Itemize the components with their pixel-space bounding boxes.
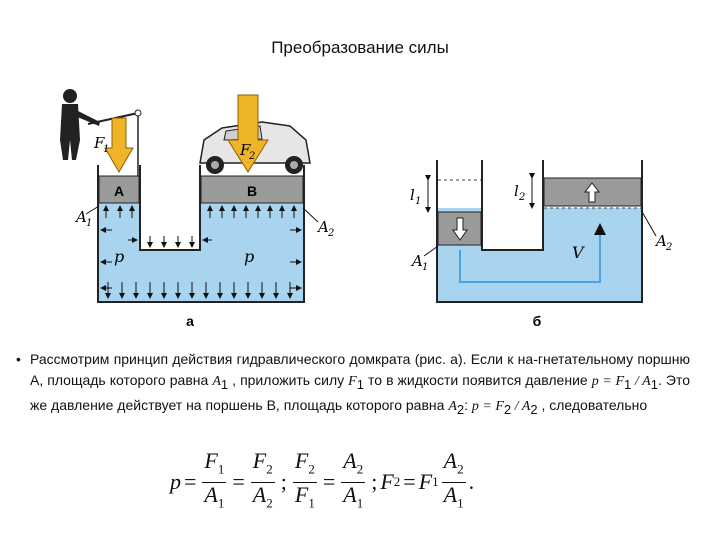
para-a1: A (212, 373, 221, 389)
formula-f1: F (418, 469, 433, 494)
para-text-1: Рассмотрим принцип действия гидравлическ… (30, 351, 690, 388)
explanation-paragraph: • Рассмотрим принцип действия гидравличе… (16, 349, 690, 420)
fraction-f1-a1: F1 A1 (202, 448, 227, 510)
b-area-label-a1-sub: 1 (422, 262, 428, 273)
area-label-a2-sub: 2 (327, 228, 334, 239)
formula-eq-4: = (403, 469, 416, 494)
formula-end: . (468, 469, 475, 494)
fraction-a2-a1-final: A2 A1 (441, 448, 466, 510)
b-area-leader-a2 (640, 209, 657, 237)
area-label-a2: A (316, 218, 329, 236)
figure-b-caption: б (533, 313, 542, 329)
force-arrow-f2 (227, 94, 269, 173)
piston-b-label: B (247, 183, 257, 199)
para-text-4: . Это же давление действует на поршень В… (30, 371, 690, 413)
figure-b: l 1 l 2 A 1 A 2 V б (410, 160, 672, 329)
formula-eq-3: = (322, 469, 336, 494)
lever-pivot (134, 109, 142, 117)
para-text-2: , приложить силу (228, 371, 349, 388)
area-leader-a2 (302, 207, 319, 223)
force-arrow-f1 (104, 117, 134, 173)
b-area-label-a1: A (410, 252, 423, 270)
force-label-f1-sub: 1 (103, 144, 109, 155)
para-a1-sub: 1 (220, 376, 229, 392)
formula-sep-1: ; (280, 469, 287, 494)
force-label-f2-sub: 2 (248, 151, 255, 162)
dim-label-l1-sub: 1 (415, 196, 421, 207)
force-label-f2: F (239, 141, 251, 159)
para-text-5: : (464, 396, 472, 413)
figure-a-vessel (97, 165, 305, 303)
piston-a (98, 175, 140, 204)
figure-a: A B F 1 F 2 A 1 A 2 (60, 89, 334, 329)
force-label-f1: F (93, 134, 105, 152)
b-area-leader-a1 (423, 245, 439, 257)
fraction-a2-a1: A2 A1 (341, 448, 366, 510)
formula-eq-1: = (184, 469, 197, 494)
b-area-label-a2: A (654, 232, 667, 250)
pressure-arrows (100, 205, 302, 299)
formula-f2: F (380, 469, 394, 494)
dim-label-l2-sub: 2 (518, 192, 525, 203)
area-label-a1: A (74, 208, 87, 226)
hydraulic-figure: A B F 1 F 2 A 1 A 2 (60, 89, 672, 329)
piston-large-arrow (583, 182, 601, 203)
para-eq2: p = F (471, 398, 504, 414)
area-leader-a1 (85, 205, 100, 215)
formula-sep-2: ; (371, 469, 378, 494)
piston-b (200, 175, 304, 204)
piston-a-label: A (114, 183, 124, 199)
dim-label-l2: l (514, 182, 519, 200)
formula-f2-sub: 2 (393, 474, 401, 489)
para-f1: F (348, 373, 357, 389)
figure-a-caption: а (186, 313, 194, 329)
figure-a-liquid (98, 203, 304, 302)
para-eq2-sub: 2 (503, 401, 512, 417)
piston-small-arrow (452, 217, 468, 241)
para-eq1: p = F (591, 373, 625, 389)
pressure-label-right: p (244, 247, 254, 266)
flow-line (459, 223, 606, 283)
dim-label-l1: l (410, 186, 415, 204)
b-area-label-a2-sub: 2 (665, 242, 672, 253)
volume-label: V (572, 243, 585, 262)
figure-b-vessel (436, 160, 643, 303)
formula-f1-sub: 1 (432, 474, 439, 489)
para-eq2-mid: / A (511, 398, 531, 414)
fraction-f2-f1: F2 F1 (292, 448, 317, 510)
bullet: • (16, 351, 21, 367)
fraction-f2-a2: F2 A2 (250, 448, 275, 510)
para-a2-sub: 2 (456, 401, 465, 417)
area-label-a1-sub: 1 (86, 218, 92, 229)
figure-b-liquid (437, 208, 642, 302)
formula-eq-2: = (232, 469, 245, 494)
para-text-6: , следовательно (537, 396, 648, 413)
para-eq2-sub2: 2 (530, 401, 538, 417)
para-eq1-mid: / A (631, 373, 651, 389)
pressure-label-left: p (114, 247, 124, 266)
para-text-3: то в жидкости появится давление (363, 371, 592, 388)
para-eq1-sub2: 1 (650, 376, 658, 392)
para-eq1-sub: 1 (624, 376, 632, 392)
para-a2: A (448, 398, 457, 414)
para-f1-sub: 1 (356, 376, 364, 392)
formula-p: p (170, 469, 181, 494)
slide-title: Преобразование силы (271, 38, 449, 57)
